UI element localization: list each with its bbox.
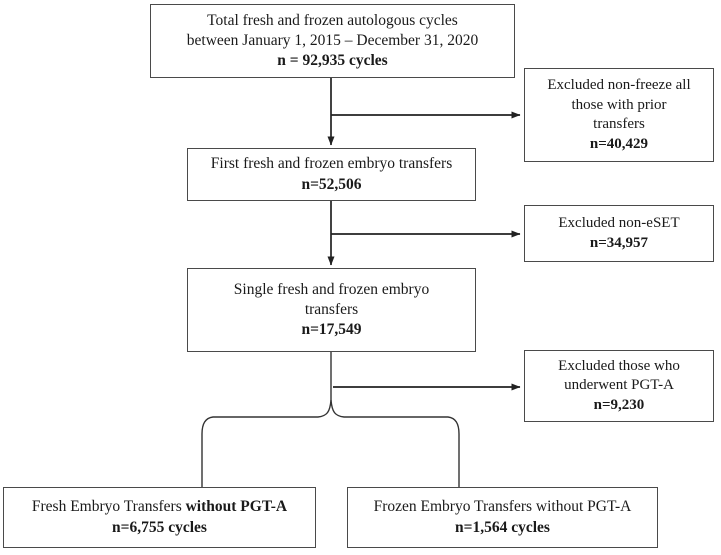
box-single-transfers-count: n=17,549 [301, 321, 362, 339]
box-excluded-non-freeze-line3: transfers [593, 116, 645, 132]
box-frozen-outcome-line1: Frozen Embryo Transfers without PGT-A [373, 498, 632, 516]
box-first-transfers: First fresh and frozen embryo transfers … [187, 148, 476, 201]
box-excluded-pgta-line1: Excluded those who [558, 357, 680, 374]
box-total-line2: between January 1, 2015 – December 31, 2… [186, 31, 479, 49]
box-fresh-outcome-line1-emphasis: without PGT-A [185, 498, 288, 516]
box-excluded-non-eset: Excluded non-eSET n=34,957 [524, 205, 714, 262]
box-excluded-pgta-count: n=9,230 [593, 396, 645, 413]
box-fresh-outcome-count: n=6,755 cycles [112, 518, 207, 536]
box-single-transfers-line2: transfers [304, 300, 359, 318]
box-fresh-outcome-line1: Fresh Embryo Transfers without PGT-A [32, 497, 287, 517]
box-frozen-outcome: Frozen Embryo Transfers without PGT-A n=… [347, 487, 658, 548]
box-excluded-non-eset-line1: Excluded non-eSET [558, 215, 680, 231]
box-excluded-non-freeze-count: n=40,429 [589, 135, 649, 152]
box-first-transfers-line1: First fresh and frozen embryo transfers [210, 155, 453, 173]
box-excluded-non-freeze-line2: those with prior [571, 96, 667, 113]
box-total-cycles: Total fresh and frozen autologous cycles… [150, 4, 515, 78]
box-single-transfers: Single fresh and frozen embryo transfers… [187, 268, 476, 352]
box-total-line1: Total fresh and frozen autologous cycles [207, 11, 458, 29]
box-excluded-non-eset-count: n=34,957 [589, 234, 649, 251]
box-excluded-non-freeze-line1: Excluded non-freeze all [547, 77, 691, 93]
brace-split-to-outcomes [201, 352, 460, 487]
box-fresh-outcome-line1-plain: Fresh Embryo Transfers [31, 498, 186, 516]
box-excluded-pgta: Excluded those who underwent PGT-A n=9,2… [524, 350, 714, 422]
box-frozen-outcome-count: n=1,564 cycles [455, 518, 550, 536]
box-first-transfers-count: n=52,506 [301, 175, 362, 193]
box-fresh-outcome: Fresh Embryo Transfers without PGT-A n=6… [3, 487, 316, 548]
box-single-transfers-line1: Single fresh and frozen embryo [233, 280, 430, 298]
box-total-count: n = 92,935 cycles [277, 52, 388, 70]
box-excluded-non-freeze: Excluded non-freeze all those with prior… [524, 68, 714, 162]
box-excluded-pgta-line2: underwent PGT-A [564, 377, 674, 394]
